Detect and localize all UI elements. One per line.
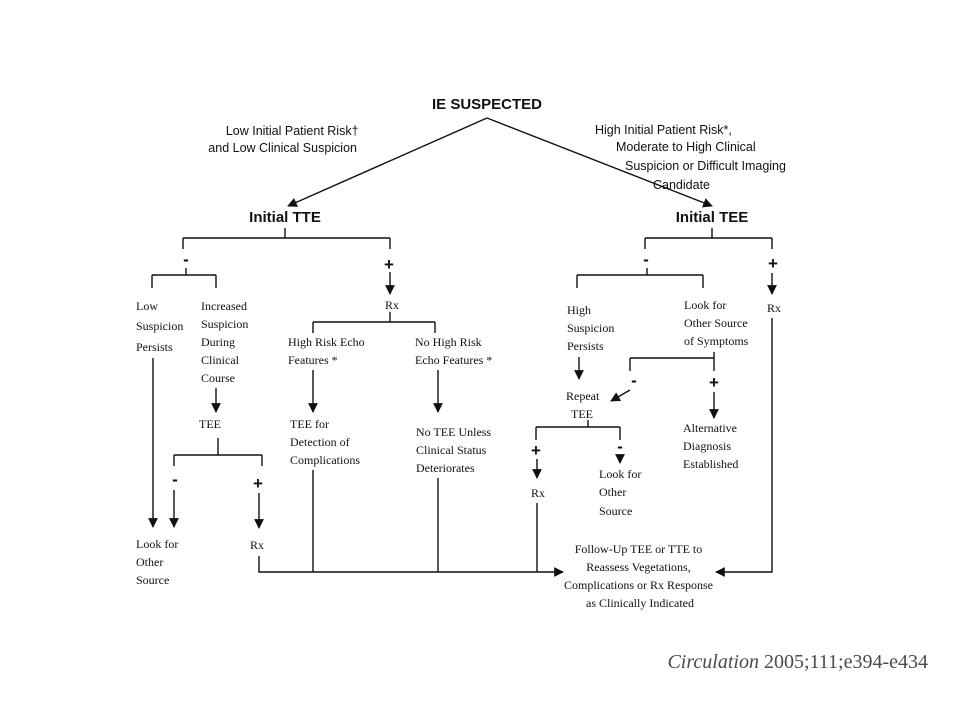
tee-positive-sign: + — [253, 474, 263, 493]
root-node: IE SUSPECTED — [432, 96, 542, 113]
tee-main-split-connector — [644, 228, 773, 249]
initial-tte-node: Initial TTE — [249, 209, 321, 226]
increased-suspicion-label: Increased Suspicion During Clinical Cour… — [201, 299, 251, 385]
symptoms-positive-sign: + — [709, 373, 719, 392]
tee-negative-connector — [576, 268, 704, 288]
symptoms-to-repeat-arrow — [610, 389, 631, 402]
repeat-tee-label: Repeat TEE — [566, 389, 602, 421]
look-other-source-left: Look for Other Source — [136, 537, 181, 587]
bottom-collector-line — [258, 556, 564, 577]
tee-detection-label: TEE for Detection of Complications — [290, 417, 360, 467]
tee-main-positive-sign: + — [768, 254, 778, 273]
citation-details: 2005;111;e394-e434 — [759, 651, 928, 673]
tee-split-connector — [173, 438, 263, 466]
high-risk-echo-label: High Risk Echo Features * — [288, 335, 368, 367]
no-high-risk-echo-label: No High Risk Echo Features * — [415, 335, 492, 367]
symptoms-split-connector — [629, 352, 715, 371]
tte-rx-label: Rx — [385, 298, 399, 312]
tee-main-negative-sign: - — [643, 250, 649, 269]
rx-split-connector — [312, 312, 436, 333]
repeat-split-connector — [535, 420, 621, 440]
follow-up-node: Follow-Up TEE or TTE to Reassess Vegetat… — [564, 542, 716, 610]
right-collector-line — [715, 318, 773, 577]
no-tee-unless-label: No TEE Unless Clinical Status Deteriorat… — [416, 425, 494, 475]
repeat-rx-label: Rx — [531, 486, 545, 500]
bottom-feeder-lines — [312, 470, 538, 572]
tte-negative-sign: - — [183, 250, 189, 269]
look-other-source-right: Look for Other Source — [599, 467, 644, 518]
tee-rx-label: Rx — [250, 538, 264, 552]
tee-main-rx-label: Rx — [767, 301, 781, 315]
alt-diagnosis-label: Alternative Diagnosis Established — [683, 421, 740, 471]
tte-negative-connector — [151, 268, 217, 288]
tte-tee-label: TEE — [199, 417, 221, 431]
initial-tee-node: Initial TEE — [676, 209, 749, 226]
citation: Circulation 2005;111;e394-e434 — [667, 651, 928, 673]
tee-negative-sign: - — [172, 470, 178, 489]
high-suspicion-label: High Suspicion Persists — [567, 303, 617, 353]
tte-split-connector — [182, 228, 391, 249]
repeat-negative-sign: - — [617, 437, 623, 456]
right-criteria-label: High Initial Patient Risk*, Moderate to … — [595, 123, 789, 192]
citation-journal: Circulation — [667, 651, 758, 673]
symptoms-negative-sign: - — [631, 371, 637, 390]
arrow-to-tte — [287, 117, 488, 207]
left-criteria-label: Low Initial Patient Risk† and Low Clinic… — [208, 124, 362, 155]
low-suspicion-label: Low Suspicion Persists — [136, 299, 186, 354]
arrow-to-tee — [486, 117, 713, 208]
repeat-positive-sign: + — [531, 441, 541, 460]
look-other-symptoms-label: Look for Other Source of Symptoms — [684, 298, 751, 348]
tte-positive-sign: + — [384, 255, 394, 274]
